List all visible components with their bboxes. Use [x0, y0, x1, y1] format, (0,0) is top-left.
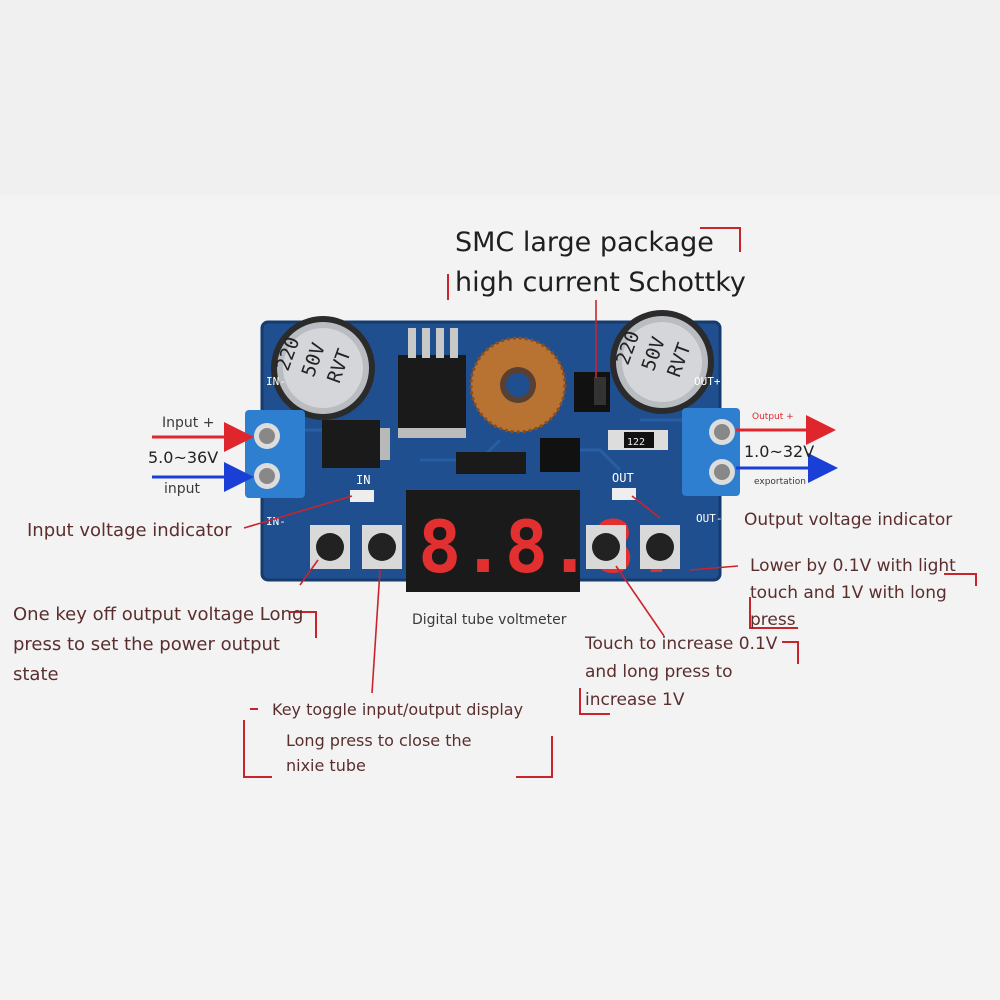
toggle-label-line1: Key toggle input/output display [272, 700, 524, 719]
capacitor-icon: 220 50V RVT [610, 310, 714, 414]
input-label: input [164, 481, 201, 497]
toggle-label-line3: nixie tube [286, 756, 366, 775]
control-ic-icon [540, 438, 580, 472]
board-label-in: IN [356, 473, 370, 487]
small-regulator-icon [322, 420, 390, 468]
output-plus-label: Output + [752, 412, 794, 422]
input-indicator-label: Input voltage indicator [27, 520, 232, 541]
toggle-label-line2: Long press to close the [286, 731, 472, 750]
screw-terminal-icon [245, 410, 305, 498]
lower-label-line3: press [750, 610, 796, 630]
board-label-in-minus: IN- [266, 375, 286, 388]
tactile-button-icon [310, 525, 350, 569]
board-label-out-plus: OUT+ [694, 375, 721, 388]
one-key-label-line3: state [13, 664, 59, 685]
resistor-icon: 122 [608, 430, 668, 450]
leader-lines [243, 300, 739, 694]
output-led-icon [612, 488, 636, 500]
output-range-label: 1.0~32V [744, 442, 815, 461]
display-digits: 8.8.8. [418, 505, 678, 589]
regulator-ic-icon [398, 328, 466, 438]
exportation-label: exportation [754, 477, 806, 487]
inductor-coil-icon [469, 336, 567, 434]
one-key-label-line1: One key off output voltage Long [13, 604, 304, 625]
board-label-out: OUT [612, 471, 634, 485]
tactile-button-icon [362, 525, 402, 569]
schottky-label-line1: SMC large package [455, 227, 714, 258]
screw-terminal-icon [682, 408, 740, 496]
resistor-code: 122 [627, 437, 645, 448]
increase-label-line3: increase 1V [585, 690, 685, 710]
schottky-label-line2: high current Schottky [455, 267, 746, 298]
tactile-button-icon [640, 525, 680, 569]
lower-label-line2: touch and 1V with long [750, 583, 947, 603]
sot-chip-icon [456, 452, 526, 474]
tactile-button-icon [586, 525, 626, 569]
lower-label-line1: Lower by 0.1V with light [750, 556, 956, 576]
increase-label-line2: and long press to [585, 662, 733, 682]
input-plus-label: Input + [162, 415, 215, 431]
output-indicator-label: Output voltage indicator [744, 510, 953, 530]
input-led-icon [350, 490, 374, 502]
one-key-label-line2: press to set the power output [13, 634, 280, 655]
background-band [0, 0, 1000, 195]
seven-segment-display-icon: 8.8.8. [406, 490, 678, 592]
capacitor-icon: 220 50V RVT [271, 316, 375, 420]
input-range-label: 5.0~36V [148, 448, 219, 467]
board-label-in-minus-bottom: IN- [266, 515, 286, 528]
increase-label-line1: Touch to increase 0.1V [585, 634, 778, 654]
board-label-out-minus: OUT- [696, 512, 723, 525]
voltmeter-label: Digital tube voltmeter [412, 612, 567, 628]
bracket-lines [243, 227, 977, 778]
